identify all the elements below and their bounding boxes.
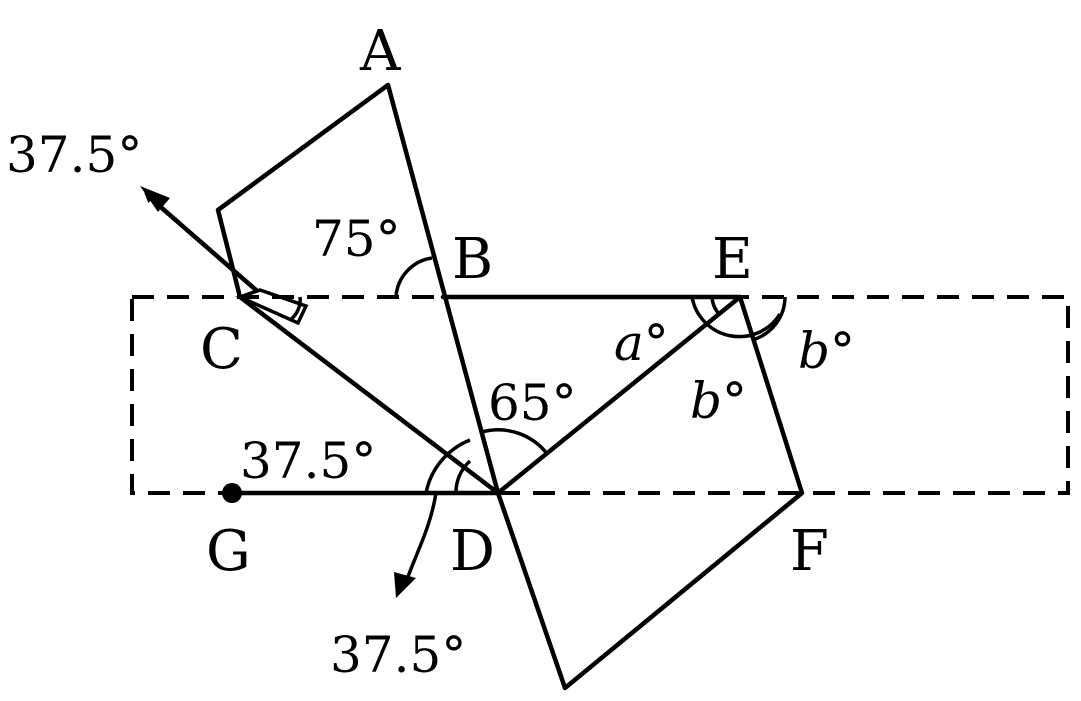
angle-label-gdc: 37.5°: [240, 432, 376, 490]
arrow-from-c: [144, 192, 259, 293]
angle-label-b-outer: b°: [798, 322, 855, 380]
arc-b-inner: [690, 296, 782, 339]
label-a: A: [359, 19, 401, 84]
arc-75: [394, 256, 433, 298]
arc-c: [288, 296, 302, 322]
angle-label-b-inner: b°: [690, 372, 747, 430]
arrow-tip: [140, 186, 170, 212]
label-e: E: [712, 227, 753, 292]
lower-quadrilateral: [495, 294, 805, 691]
angle-label-a: a°: [614, 314, 669, 372]
label-f: F: [790, 519, 829, 584]
arc-37-5-left: [424, 438, 471, 494]
arc-a: [710, 296, 722, 317]
label-b: B: [452, 227, 493, 292]
rotation-arrow-tip: [394, 572, 416, 598]
arc-b-outer: [751, 296, 787, 342]
label-g: G: [206, 519, 251, 584]
angle-label-arrow-top: 37.5°: [6, 126, 142, 184]
angle-label-rotation: 37.5°: [330, 626, 466, 684]
label-c: C: [200, 317, 243, 382]
point-g-dot: [222, 483, 242, 503]
label-d: D: [450, 519, 495, 584]
angle-label-65: 65°: [488, 374, 577, 432]
rotation-arrow: [403, 492, 438, 586]
flap-near-c: [235, 288, 309, 326]
arc-65: [481, 428, 550, 457]
arc-37-5-small: [454, 459, 472, 494]
angle-label-75: 75°: [312, 210, 401, 268]
